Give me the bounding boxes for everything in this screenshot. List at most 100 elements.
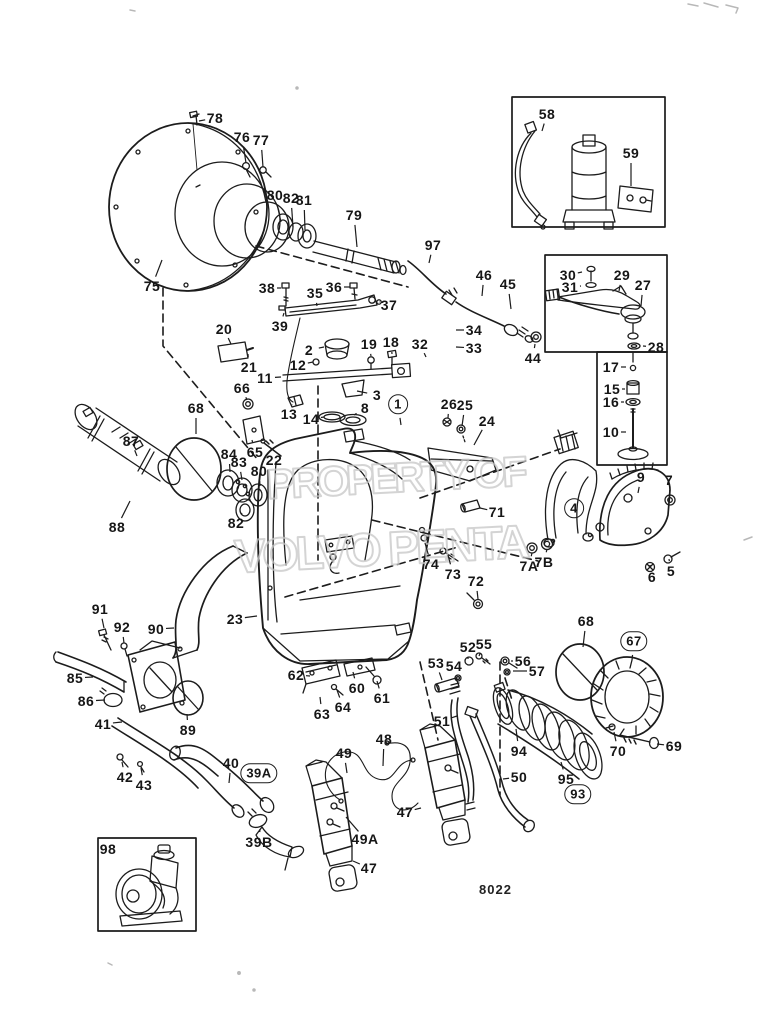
leader-line-82 xyxy=(292,208,293,227)
leader-line-9 xyxy=(638,487,639,493)
part-label-81: 81 xyxy=(295,192,313,208)
leader-line-78 xyxy=(199,120,205,121)
leader-line-3 xyxy=(357,391,367,393)
part-label-68: 68 xyxy=(577,613,595,629)
part-label-32: 32 xyxy=(411,336,429,352)
prop-shaft-assembly xyxy=(273,214,406,275)
leader-line-95 xyxy=(561,762,563,769)
part-label-74: 74 xyxy=(422,556,440,572)
leader-line-72 xyxy=(477,591,478,599)
part-label-69: 69 xyxy=(665,738,683,754)
part-label-90: 90 xyxy=(147,621,165,637)
part-label-18: 18 xyxy=(382,334,400,350)
part-label-95: 95 xyxy=(557,771,575,787)
part-label-10: 10 xyxy=(602,424,620,440)
part-label-53: 53 xyxy=(427,655,445,671)
part-label-27: 27 xyxy=(634,277,652,293)
part-label-2: 2 xyxy=(304,342,314,358)
leader-line-7A xyxy=(531,553,532,556)
part-label-43: 43 xyxy=(135,777,153,793)
part-label-5: 5 xyxy=(666,563,676,579)
scan-marks xyxy=(108,3,752,991)
leader-line-23 xyxy=(245,616,257,618)
part-label-94: 94 xyxy=(510,743,528,759)
part-label-66: 66 xyxy=(233,380,251,396)
leader-line-20 xyxy=(228,338,231,344)
part-label-60: 60 xyxy=(348,680,366,696)
leader-line-30 xyxy=(578,272,582,273)
part-label-65: 65 xyxy=(246,444,264,460)
part-label-9: 9 xyxy=(636,469,646,485)
leader-line-2 xyxy=(319,347,324,348)
leader-line-73 xyxy=(448,555,450,564)
inset-oil-pump-box xyxy=(98,838,196,931)
part-label-33: 33 xyxy=(465,340,483,356)
part-label-7B: 7B xyxy=(534,554,554,570)
part-label-44: 44 xyxy=(524,350,542,366)
leader-line-76 xyxy=(244,147,246,163)
part-label-42: 42 xyxy=(116,769,134,785)
leader-line-79 xyxy=(355,225,357,247)
leader-line-41 xyxy=(113,722,122,723)
part-label-72: 72 xyxy=(467,573,485,589)
leader-line-49 xyxy=(345,763,347,773)
leader-line-46 xyxy=(482,285,483,296)
part-label-4: 4 xyxy=(564,498,584,518)
part-label-3: 3 xyxy=(372,387,382,403)
part-label-20: 20 xyxy=(215,321,233,337)
leader-line-48 xyxy=(383,749,384,766)
part-label-70: 70 xyxy=(609,743,627,759)
part-label-40: 40 xyxy=(222,755,240,771)
leader-line-25 xyxy=(462,415,464,426)
small-parts-cluster xyxy=(218,339,465,442)
construction-lines xyxy=(163,246,560,795)
part-label-47: 47 xyxy=(396,804,414,820)
part-label-91: 91 xyxy=(91,601,109,617)
part-label-76: 76 xyxy=(233,129,251,145)
leader-line-39 xyxy=(283,313,284,316)
leader-line-61 xyxy=(377,681,379,688)
leader-line-55 xyxy=(479,653,480,656)
part-label-87: 87 xyxy=(122,433,140,449)
part-label-41: 41 xyxy=(94,716,112,732)
part-label-13: 13 xyxy=(280,406,298,422)
part-label-28: 28 xyxy=(647,339,665,355)
part-label-75: 75 xyxy=(143,278,161,294)
part-label-22: 22 xyxy=(265,452,283,468)
leader-line-50 xyxy=(503,778,509,779)
part-label-29: 29 xyxy=(613,267,631,283)
part-label-97: 97 xyxy=(424,237,442,253)
leader-line-51 xyxy=(451,716,457,718)
part-label-36: 36 xyxy=(325,279,343,295)
part-label-73: 73 xyxy=(444,566,462,582)
leader-line-80 xyxy=(277,205,281,222)
leader-line-70 xyxy=(614,732,616,741)
part-label-34: 34 xyxy=(465,322,483,338)
part-label-68: 68 xyxy=(187,400,205,416)
part-label-77: 77 xyxy=(252,132,270,148)
part-label-93: 93 xyxy=(564,784,592,804)
leader-line-29 xyxy=(619,285,620,291)
part-label-56: 56 xyxy=(514,653,532,669)
leader-line-82 xyxy=(241,513,242,514)
part-label-30: 30 xyxy=(559,267,577,283)
leader-line-67 xyxy=(632,655,633,660)
part-label-6: 6 xyxy=(647,569,657,585)
part-label-86: 86 xyxy=(77,693,95,709)
control-cables xyxy=(434,653,537,834)
leader-line-22 xyxy=(271,448,272,450)
part-label-24: 24 xyxy=(478,413,496,429)
leader-line-91 xyxy=(102,619,104,628)
part-label-85: 85 xyxy=(66,670,84,686)
leader-line-71 xyxy=(480,508,487,510)
leader-line-68 xyxy=(583,631,585,647)
leader-line-88 xyxy=(121,501,130,518)
leader-line-65 xyxy=(252,440,253,442)
part-label-52: 52 xyxy=(459,639,477,655)
leader-line-27 xyxy=(641,295,642,306)
part-label-39B: 39B xyxy=(245,834,273,850)
part-label-16: 16 xyxy=(602,394,620,410)
